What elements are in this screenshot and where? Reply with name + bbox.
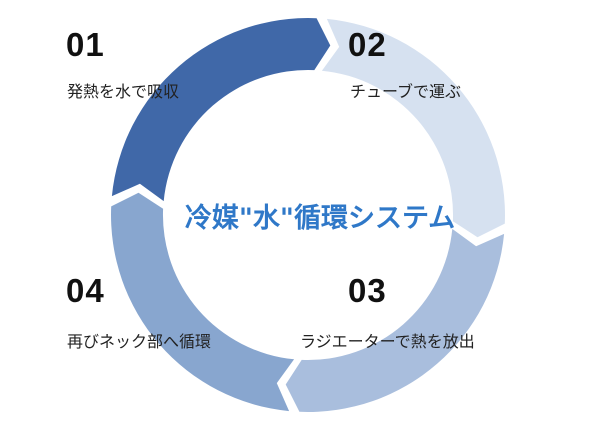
cycle-arrow-segment-04 — [111, 192, 295, 412]
cycle-arrow-segment-03 — [285, 228, 505, 412]
cycle-arrow-segment-02 — [321, 18, 505, 238]
diagram-title: 冷媒"水"循環システム — [184, 203, 456, 234]
step-02-number: 02 — [348, 26, 387, 63]
step-04-number: 04 — [66, 272, 105, 309]
cycle-arrow-segment-01 — [111, 18, 331, 202]
step-02-label: チューブで運ぶ — [350, 82, 462, 101]
step-04-label: 再びネック部へ循環 — [67, 332, 212, 351]
step-03-label: ラジエーターで熱を放出 — [300, 332, 475, 351]
step-01-number: 01 — [66, 26, 105, 63]
step-03-number: 03 — [348, 272, 387, 309]
step-01-label: 発熱を水で吸収 — [67, 82, 180, 101]
